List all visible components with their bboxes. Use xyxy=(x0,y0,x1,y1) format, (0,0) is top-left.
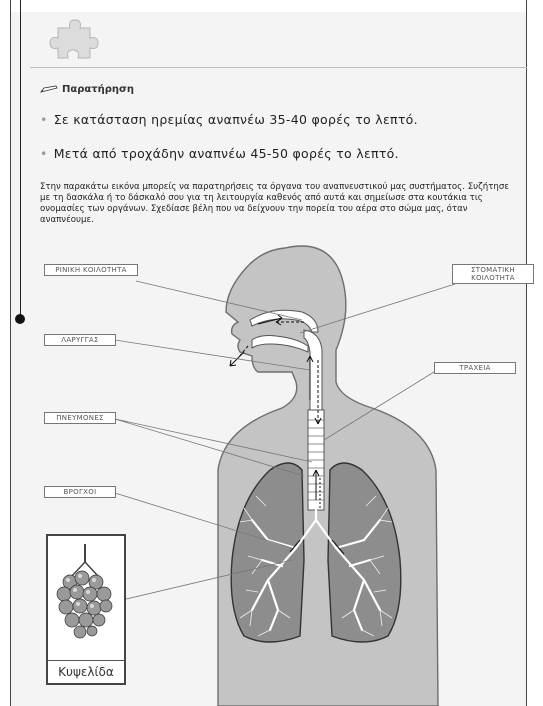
lungs-label: ΠΝΕΥΜΟΝΕΣ xyxy=(44,412,116,424)
larynx-label: ΛΑΡΥΓΓΑΣ xyxy=(44,334,116,346)
trachea-label: ΤΡΑΧΕΙΑ xyxy=(434,362,516,374)
bronchi-label: ΒΡΟΓΧΟΙ xyxy=(44,486,116,498)
alveolus-illustration xyxy=(52,542,118,648)
alveolus-inset: Κυψελίδα xyxy=(46,534,126,685)
oral-cavity-label: ΣΤΟΜΑΤΙΚΗ ΚΟΙΛΟΤΗΤΑ xyxy=(452,264,534,284)
alveolus-label: Κυψελίδα xyxy=(48,660,124,683)
nasal-cavity-label: ΡΙΝΙΚΗ ΚΟΙΛΟΤΗΤΑ xyxy=(44,264,138,276)
